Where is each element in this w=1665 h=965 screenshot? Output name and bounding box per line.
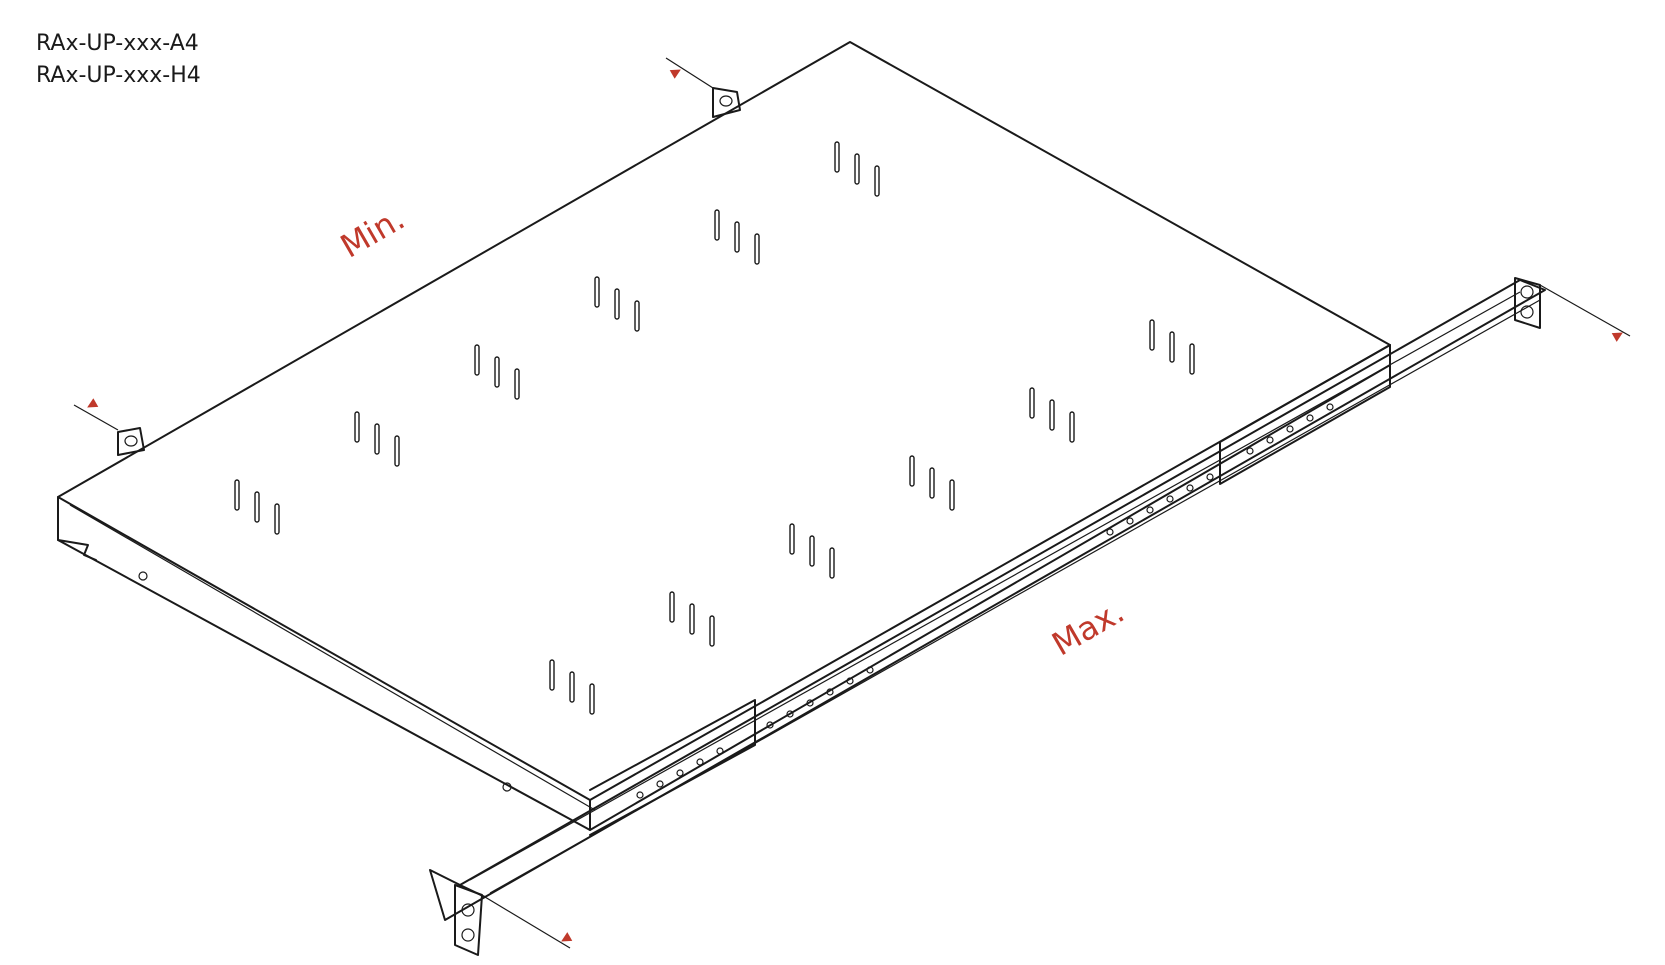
vent-slot [614,288,620,320]
vent-slot [689,603,695,635]
vent-slot [714,209,720,241]
vent-slot [594,276,600,308]
vent-slot [569,671,575,703]
rear-left-ear [117,87,741,456]
vent-slot [789,523,795,555]
shelf-front-lip [57,496,591,831]
vent-slot [1169,331,1175,363]
max-dimension: Max. [484,284,1631,949]
vent-slot [634,300,640,332]
front-lip-notch [57,539,97,561]
vent-slot [709,615,715,647]
max-label: Max. [1045,592,1130,663]
min-label: Min. [334,199,411,265]
right-rail [429,279,1546,921]
min-dimension: Min. [73,57,714,431]
model-label-a4: RAx-UP-xxx-A4 [36,31,199,56]
vent-slot [874,165,880,197]
side-hole [138,571,148,581]
vent-slot [829,547,835,579]
vent-slot [854,153,860,185]
shelf-front-fold [69,504,596,811]
vent-slot [1029,387,1035,419]
vent-slot [834,141,840,173]
vent-slot [474,344,480,376]
vent-slot [514,368,520,400]
rear-right-ear [1514,277,1541,329]
vent-slot [589,683,595,715]
vent-slot [734,221,740,253]
vent-slot [1069,411,1075,443]
vent-slot [1049,399,1055,431]
vent-slot [549,659,555,691]
vent-slot [809,535,815,567]
vent-slot [234,479,240,511]
shelf-top [57,41,1391,801]
vent-slot [494,356,500,388]
vent-slot [374,423,380,455]
side-hole [502,782,512,792]
vent-slot [669,591,675,623]
vent-slot [274,503,280,535]
vent-slot [254,491,260,523]
vent-slot [394,435,400,467]
vent-slot [1189,343,1195,375]
vent-slot [929,467,935,499]
vent-slot [354,411,360,443]
vent-slot [909,455,915,487]
vent-slot [949,479,955,511]
vent-slot [754,233,760,265]
vent-slot [1149,319,1155,351]
front-right-ear [454,884,483,956]
